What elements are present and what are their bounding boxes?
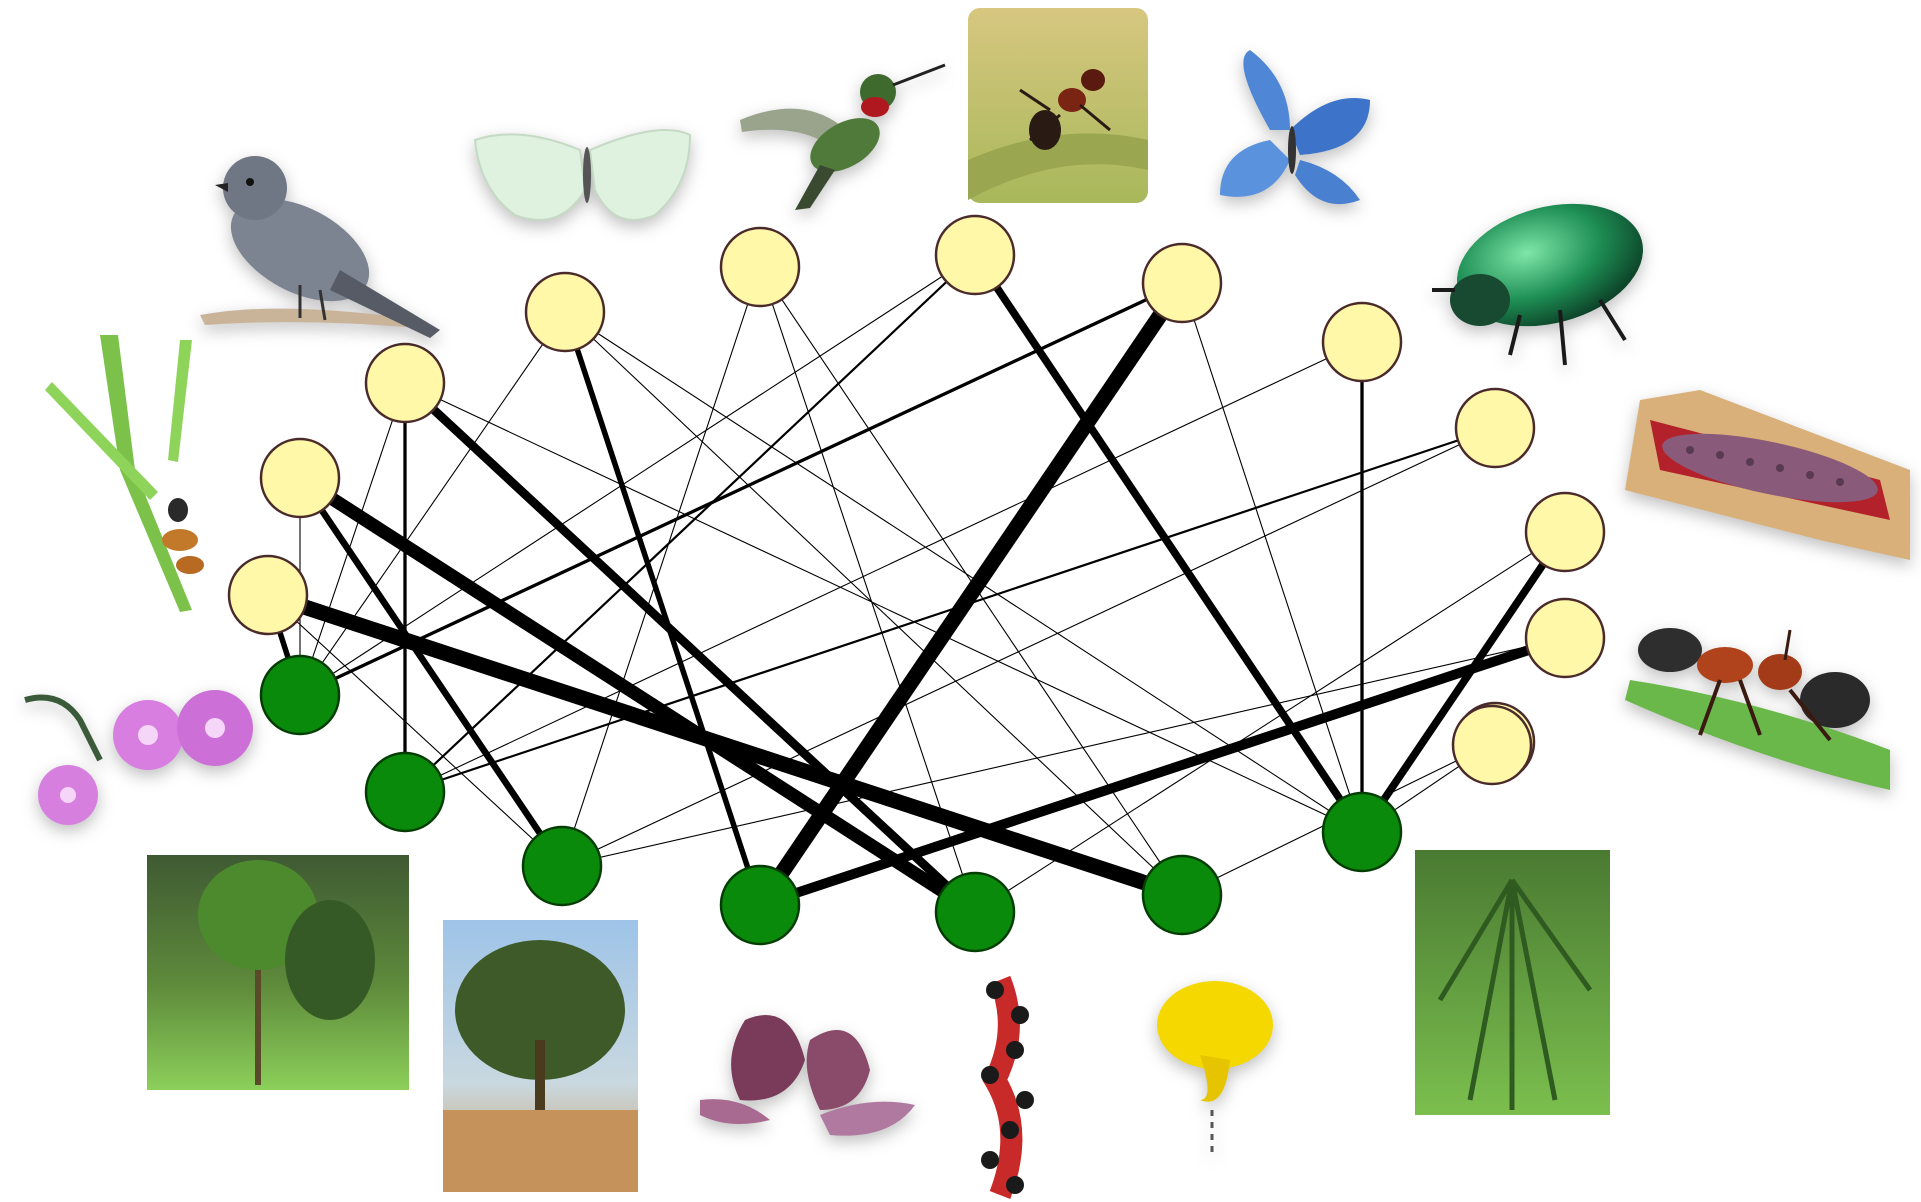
animal-node-a6 bbox=[936, 216, 1014, 294]
ant-on-stem-icon bbox=[968, 8, 1148, 203]
shrub-tree-icon bbox=[443, 920, 638, 1192]
morning-glory-flower-icon bbox=[25, 690, 253, 825]
twig-insect-icon bbox=[45, 335, 204, 612]
animal-node-a8 bbox=[1323, 303, 1401, 381]
plant-node-p5 bbox=[936, 873, 1014, 951]
interaction-edge-a5-p3 bbox=[562, 267, 760, 866]
animal-node-a13 bbox=[1453, 706, 1531, 784]
purple-pea-flower-icon bbox=[700, 1015, 915, 1136]
red-black-seed-pod-icon bbox=[981, 980, 1034, 1195]
hummingbird-icon bbox=[740, 65, 945, 210]
animal-node-a5 bbox=[721, 228, 799, 306]
species-nodes bbox=[229, 216, 1604, 951]
animal-node-a9 bbox=[1456, 389, 1534, 467]
plant-node-p7 bbox=[1323, 793, 1401, 871]
interaction-edge-a4-p6 bbox=[565, 312, 1182, 895]
animal-node-a11 bbox=[1526, 599, 1604, 677]
animal-node-a1 bbox=[229, 556, 307, 634]
animal-node-a10 bbox=[1526, 493, 1604, 571]
plant-node-p3 bbox=[523, 827, 601, 905]
interaction-edge-a4-p7 bbox=[565, 312, 1362, 832]
plant-node-p2 bbox=[366, 753, 444, 831]
interaction-edge-a10-p7 bbox=[1362, 532, 1565, 832]
animal-node-a7 bbox=[1143, 244, 1221, 322]
animal-node-a4 bbox=[526, 273, 604, 351]
green-beetle-icon bbox=[1432, 184, 1657, 365]
interaction-edge-a2-p5 bbox=[300, 478, 975, 912]
plant-node-p4 bbox=[721, 866, 799, 944]
young-tree-icon bbox=[147, 855, 409, 1090]
interaction-edge-a4-p4 bbox=[565, 312, 760, 905]
plant-node-p1 bbox=[261, 656, 339, 734]
blue-butterfly-icon bbox=[1220, 50, 1370, 204]
interaction-edge-a7-p4 bbox=[760, 283, 1182, 905]
red-ant-icon bbox=[1625, 628, 1890, 790]
interaction-edge-a6-p7 bbox=[975, 255, 1362, 832]
caterpillar-in-stem-icon bbox=[1625, 390, 1910, 560]
white-butterfly-icon bbox=[475, 130, 690, 220]
animal-node-a3 bbox=[366, 344, 444, 422]
interaction-edge-a3-p5 bbox=[405, 383, 975, 912]
gray-catbird-icon bbox=[200, 156, 440, 338]
yellow-flower-icon bbox=[1157, 981, 1273, 1155]
animal-node-a2 bbox=[261, 439, 339, 517]
plant-node-p6 bbox=[1143, 856, 1221, 934]
fern-leaf-tree-icon bbox=[1415, 850, 1610, 1115]
